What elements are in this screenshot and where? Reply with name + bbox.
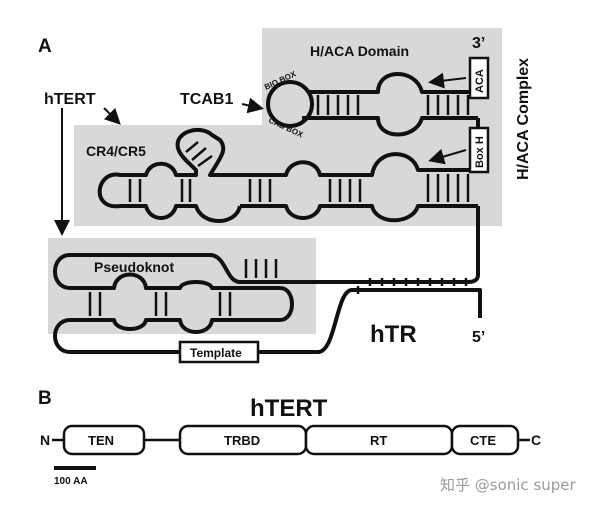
five-prime-label: 5’ bbox=[472, 329, 485, 346]
rt-domain-label: RT bbox=[370, 433, 387, 448]
pseudoknot-label: Pseudoknot bbox=[94, 259, 174, 275]
trbd-domain-label: TRBD bbox=[224, 433, 260, 448]
three-prime-label: 3’ bbox=[472, 35, 485, 52]
cte-domain bbox=[450, 424, 520, 456]
ten-domain-label: TEN bbox=[88, 433, 114, 448]
hACA-complex-label: H/ACA Complex bbox=[515, 58, 532, 180]
cr4cr5-label: CR4/CR5 bbox=[86, 143, 146, 159]
watermark: 知乎 @sonic super bbox=[440, 476, 577, 494]
template-box bbox=[178, 340, 260, 364]
template-label: Template bbox=[190, 346, 242, 360]
c-terminus-label: C bbox=[531, 432, 541, 448]
cte-domain-label: CTE bbox=[470, 433, 496, 448]
aca-box bbox=[468, 56, 490, 100]
boxh-box bbox=[468, 126, 490, 174]
ten-domain bbox=[62, 424, 146, 456]
scale-bar-label: 100 AA bbox=[54, 476, 88, 487]
tcab1-label: TCAB1 bbox=[180, 91, 233, 108]
htr-label: hTR bbox=[370, 321, 417, 348]
rna-backbone bbox=[53, 72, 482, 354]
panel-b-label: B bbox=[38, 388, 52, 409]
n-terminus-label: N bbox=[40, 432, 50, 448]
hACA-domain-title: H/ACA Domain bbox=[310, 43, 409, 59]
htert-title: hTERT bbox=[250, 395, 328, 422]
annotation-arrows bbox=[54, 72, 467, 236]
aca-box-label: ACA bbox=[474, 69, 486, 93]
panel-a-label: A bbox=[38, 36, 52, 57]
base-pair-ticks bbox=[88, 95, 470, 316]
boxh-label: Box H bbox=[474, 136, 486, 168]
htert-label: hTERT bbox=[44, 91, 96, 108]
